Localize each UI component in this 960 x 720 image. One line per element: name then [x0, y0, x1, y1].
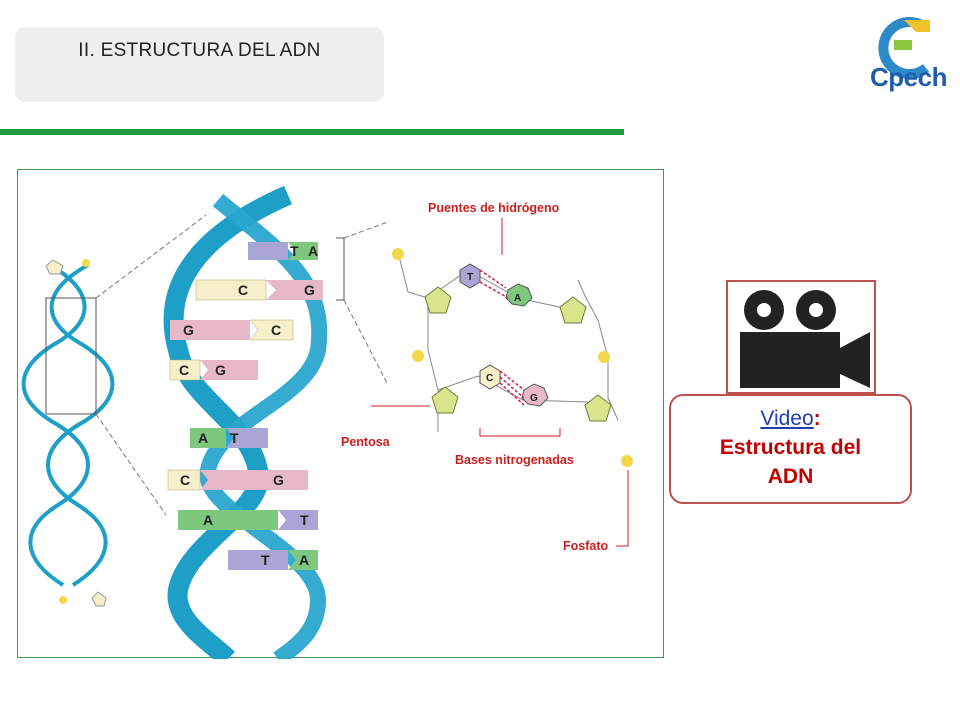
rung-1-left-letter: T [290, 243, 299, 259]
rung-1 [248, 242, 318, 260]
nitrogen-bases-label: Bases nitrogenadas [455, 453, 574, 467]
large-helix [163, 185, 328, 659]
rung-2-left-letter: C [238, 282, 248, 298]
video-line-3: ADN [767, 465, 814, 488]
guanine-base [521, 383, 549, 407]
detail-base-letter: A [514, 293, 521, 304]
rung-7-right-letter: T [300, 512, 309, 528]
rung-5-right-letter: T [230, 430, 239, 446]
title-box: II. ESTRUCTURA DEL ADN [15, 27, 384, 102]
rung-1-right-letter: A [308, 243, 318, 259]
rung-2-right-letter: G [304, 282, 315, 298]
rung-3-left-letter: G [183, 322, 194, 338]
rung-7 [178, 510, 318, 530]
cpech-logo-icon [878, 17, 930, 79]
title-underline [0, 129, 624, 135]
rung-3-right-letter: C [271, 322, 281, 338]
rung-5-left-letter: A [198, 430, 208, 446]
phosphate-dot [412, 350, 424, 362]
rung-3 [170, 319, 294, 341]
rung-8 [228, 550, 318, 570]
detail-base-letter: C [486, 373, 493, 384]
hydrogen-bond [479, 269, 509, 299]
rung-6 [167, 469, 308, 491]
pentose-sugar [424, 286, 452, 314]
rung-4-right-letter: G [215, 362, 226, 378]
video-card: Video: Estructura del ADN [669, 394, 912, 504]
logo-text: Cpech [870, 62, 947, 92]
detail-base-letter: T [467, 272, 473, 283]
pentose-label: Pentosa [341, 435, 391, 449]
rung-8-right-letter: A [299, 552, 309, 568]
pentose-sugar [584, 394, 612, 422]
rung-8-left-letter: T [261, 552, 270, 568]
page-title: II. ESTRUCTURA DEL ADN [78, 40, 321, 61]
video-thumbnail[interactable] [726, 280, 876, 394]
phosphate-dot [621, 455, 633, 467]
zoom-bracket [336, 221, 389, 386]
rung-6-left-letter: C [180, 472, 190, 488]
rung-4 [169, 359, 258, 381]
rung-7-left-letter: A [203, 512, 213, 528]
pentose-sugar [559, 296, 587, 324]
rung-4-left-letter: C [179, 362, 189, 378]
adenine-base [505, 283, 533, 307]
phosphate-label: Fosfato [563, 539, 609, 553]
dna-structure-diagram: T A C G G C C G A T C G A T T A [17, 169, 664, 659]
small-helix [21, 214, 207, 607]
dna-diagram-svg: T A C G G C C G A T C G A T T A [21, 185, 633, 659]
rung-2 [195, 279, 323, 301]
video-separator: : [813, 407, 821, 430]
base-pairs [167, 242, 323, 570]
phosphate-dot [392, 248, 404, 260]
diagram-labels: Puentes de hidrógeno Pentosa Bases nitro… [341, 201, 629, 553]
detail-base-letter: G [530, 393, 538, 404]
video-line-2: Estructura del [719, 436, 862, 459]
molecular-detail: T A C G [392, 248, 633, 467]
video-line-1: Video: [671, 404, 910, 433]
hydrogen-bonds-label: Puentes de hidrógeno [428, 201, 560, 215]
rung-letters: T A C G G C C G A T C G A T T A [179, 243, 318, 568]
video-link[interactable]: Video [760, 407, 814, 430]
hydrogen-bond [499, 370, 525, 406]
video-camera-icon [740, 290, 870, 388]
pentose-sugar [431, 386, 459, 414]
phosphate-dot [598, 351, 610, 363]
rung-6-right-letter: G [273, 472, 284, 488]
rung-5 [190, 428, 268, 448]
